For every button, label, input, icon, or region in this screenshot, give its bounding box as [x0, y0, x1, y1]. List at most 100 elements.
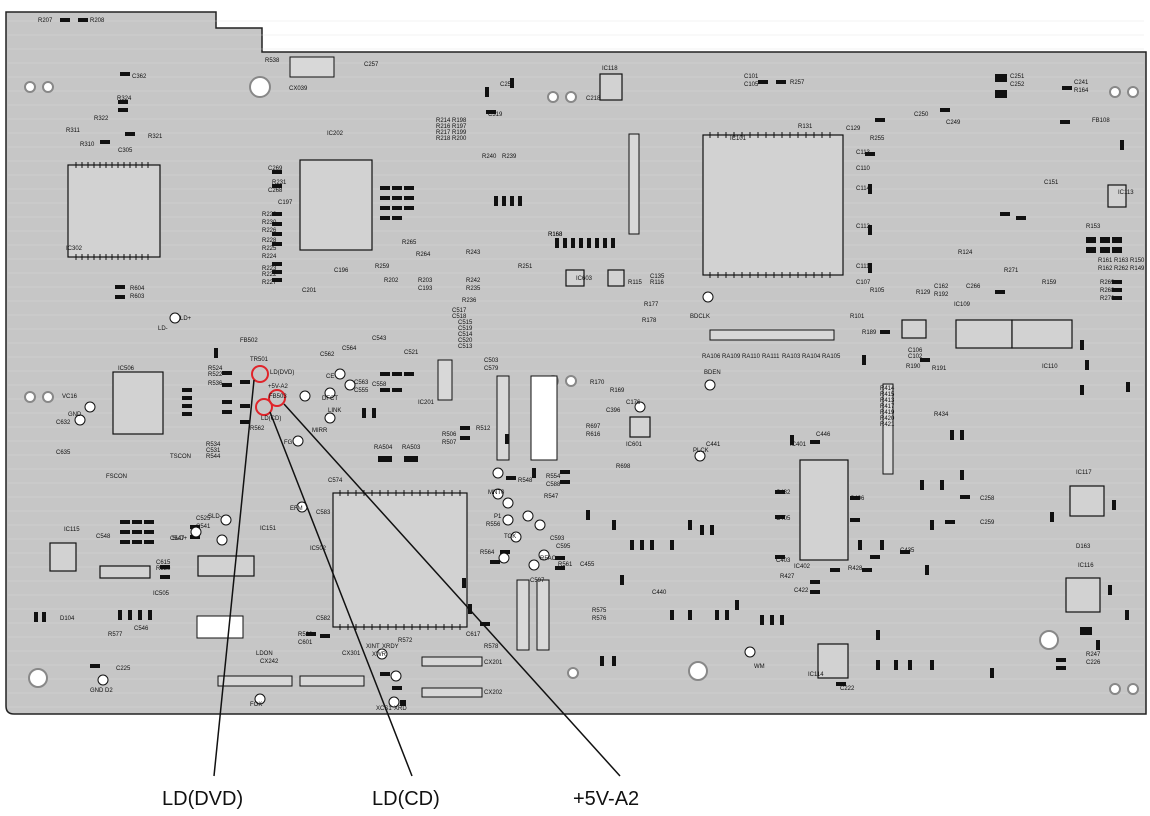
v5-a2-leader: [283, 403, 621, 777]
silk-label-r170: R170: [590, 380, 605, 386]
silk-label-cx301: CX301: [342, 651, 361, 657]
silk-label-fg: FG: [284, 440, 293, 446]
silk-label-r222: R222: [262, 272, 277, 278]
silk-label-r162-r262-r149: R162 R262 R149: [1098, 266, 1145, 272]
silk-label-r324: R324: [117, 96, 132, 102]
silk-label-ra110: RA110: [742, 354, 761, 360]
silk-label-sld-: SLD-: [208, 514, 222, 520]
silk-label-fok: FOK: [250, 702, 262, 708]
silk-label-r227: R227: [262, 280, 277, 286]
silk-label-c588: C588: [546, 482, 561, 488]
silk-label-r247: R247: [1086, 652, 1101, 658]
silk-label-c111: C111: [856, 264, 870, 270]
silk-label-c563: C563: [354, 380, 369, 386]
silk-label-r554: R554: [546, 474, 561, 480]
silk-label-ic601: IC601: [626, 442, 643, 448]
smd-pads: [34, 18, 1130, 706]
silk-label-r168: R168: [548, 232, 563, 238]
silk-label-r310: R310: [80, 142, 95, 148]
silk-label-r427: R427: [780, 574, 795, 580]
silk-label-r178: R178: [642, 318, 657, 324]
silk-label-r311: R311: [66, 128, 81, 134]
silk-label-r616: R616: [586, 432, 601, 438]
silk-label-c362: C362: [132, 74, 147, 80]
silk-label-r226: R226: [262, 228, 277, 234]
silk-label-ldon: LDON: [256, 651, 273, 657]
silk-label-ic109: IC109: [954, 302, 971, 308]
silk-label-rfac: RFAC: [540, 556, 557, 562]
silk-label-bden: BDEN: [704, 370, 721, 376]
silk-label-ic401: IC401: [790, 442, 807, 448]
silk-label-r419: R419: [880, 410, 895, 416]
silk-label-r268: R268: [1100, 288, 1115, 294]
silk-label-xrd: XRD: [394, 706, 407, 712]
silk-label-r203: R203: [418, 278, 433, 284]
silk-label-r161-r163-r150: R161 R163 R150: [1098, 258, 1145, 264]
silk-label-r415: R415: [880, 392, 895, 398]
silk-label-r192: R192: [934, 292, 949, 298]
leader-lines: [213, 379, 621, 777]
silk-label-c241: C241: [1074, 80, 1089, 86]
silk-label-r562: R562: [250, 426, 265, 432]
silk-label-ra109: RA109: [722, 354, 741, 360]
silk-label-r506: R506: [442, 432, 457, 438]
silk-label-ic117: IC117: [1076, 470, 1092, 476]
silk-label-c305: C305: [118, 148, 133, 154]
silk-label-c503: C503: [484, 358, 499, 364]
silk-label-c574: C574: [328, 478, 343, 484]
silk-label-c257: C257: [364, 62, 379, 68]
connectors: [196, 56, 894, 698]
silk-label-ic113: IC113: [1118, 190, 1134, 196]
silk-label-ic603: IC603: [576, 276, 593, 282]
silk-label-ic201: IC201: [418, 400, 435, 406]
silk-label-ra504: RA504: [374, 445, 393, 451]
silk-label-c403: C403: [776, 558, 791, 564]
silk-label-r575: R575: [592, 608, 607, 614]
silk-label-plck: PLCK: [693, 448, 709, 454]
silk-label-r236: R236: [462, 298, 477, 304]
silk-label-r434: R434: [934, 412, 949, 418]
silk-label-c226: C226: [1086, 660, 1101, 666]
silk-label-ic505: IC505: [153, 591, 170, 597]
silk-label-tr501: TR501: [250, 357, 269, 363]
silk-label-c396: C396: [606, 408, 621, 414]
silk-label-r259: R259: [375, 264, 390, 270]
silk-label-r547: R547: [544, 494, 559, 500]
silk-label-ic110: IC110: [1042, 364, 1058, 370]
silk-label-c455: C455: [580, 562, 595, 568]
silk-label-ra503: RA503: [402, 445, 421, 451]
silk-label-c513: C513: [458, 344, 473, 350]
silk-label-link: LINK: [328, 408, 341, 414]
silk-label-c517: C517: [452, 308, 467, 314]
ic-pins: [75, 132, 831, 630]
silk-label-mnt0: MNT0: [488, 490, 505, 496]
silk-label-r561: R561: [558, 562, 573, 568]
silk-label-xcs1: XCS1: [376, 706, 392, 712]
silk-label-ra105: RA105: [822, 354, 841, 360]
silk-label-c446: C446: [816, 432, 831, 438]
silk-label-c201: C201: [302, 288, 317, 294]
silk-label-c193: C193: [418, 286, 433, 292]
silk-label-c258: C258: [980, 496, 995, 502]
silk-label-r321: R321: [148, 134, 163, 140]
silk-label-c218: C218: [586, 96, 601, 102]
silk-label-r421: R421: [880, 422, 895, 428]
silk-label-c582: C582: [316, 616, 331, 622]
silk-label-c593: C593: [550, 536, 565, 542]
test-point-markers: [251, 365, 286, 416]
silk-label-r544: R544: [206, 454, 221, 460]
silk-label-c113: C113: [856, 150, 871, 156]
silk-label-efm: EFM: [290, 506, 303, 512]
silk-label-r164: R164: [1074, 88, 1089, 94]
silk-label-r190: R190: [906, 364, 921, 370]
silk-label-c541: C541: [196, 524, 211, 530]
silk-label-c105: C105: [744, 82, 759, 88]
silk-label-c106: C106: [908, 348, 923, 354]
silk-label-r169: R169: [610, 388, 625, 394]
silk-label-r124: R124: [958, 250, 973, 256]
silk-label-c176: C176: [626, 400, 641, 406]
silk-label-c253: C253: [500, 82, 515, 88]
silk-label-r239: R239: [502, 154, 517, 160]
silk-label-tok: TOK: [504, 534, 516, 540]
